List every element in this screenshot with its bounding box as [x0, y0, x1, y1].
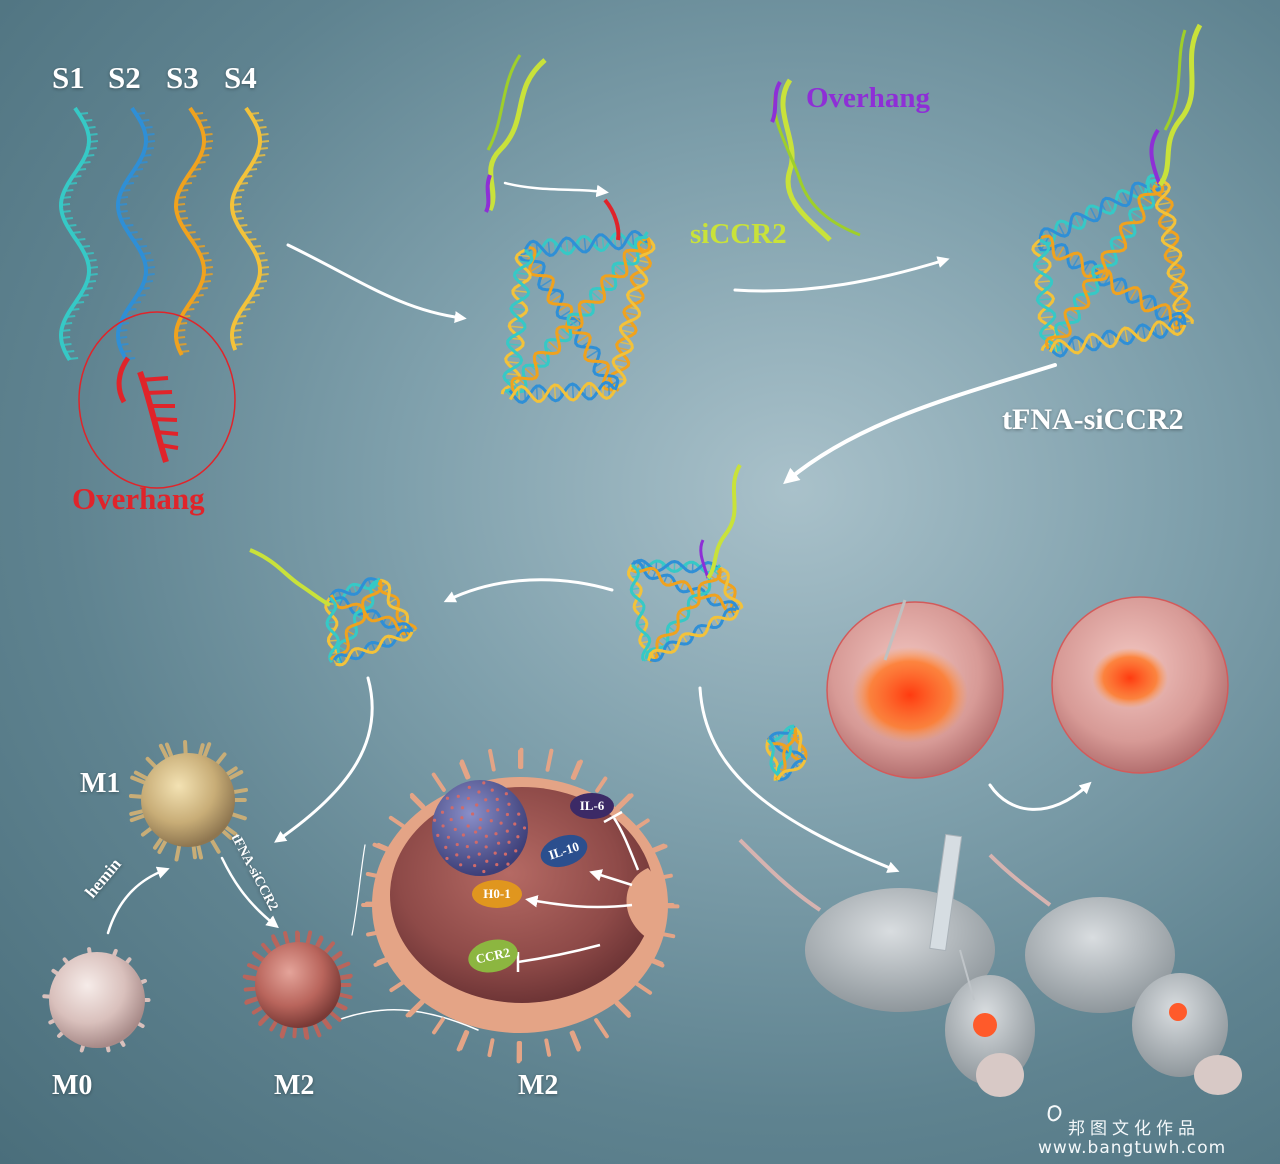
syringe — [929, 833, 975, 1001]
arrow-tetra-to-tfna — [733, 256, 950, 293]
middle-sirna-arm — [706, 463, 742, 580]
m2-cell-cutaway — [361, 747, 680, 1064]
strand-label-s3: S3 — [166, 60, 199, 95]
strand-label-s2: S2 — [108, 60, 141, 95]
sicccr2-label: siCCR2 — [690, 218, 787, 250]
overhang-red-strand — [116, 356, 179, 463]
sirna-with-overhang — [770, 78, 861, 242]
left-sirna-arm — [249, 548, 331, 607]
tetrahedral-dna-framework — [500, 198, 656, 404]
overhang-highlight-circle — [78, 311, 236, 489]
strand-label-s1: S1 — [52, 60, 85, 95]
strand-s1 — [58, 106, 99, 362]
overhang-label-purple: Overhang — [806, 82, 931, 114]
m1-label: M1 — [80, 768, 121, 799]
overhang-label-red: Overhang — [72, 481, 205, 516]
ho1-marker: H0-1 — [472, 880, 522, 908]
strand-label-s4: S4 — [224, 60, 257, 95]
brain-treated — [1051, 596, 1229, 774]
tfna-sicccr2-left — [324, 577, 418, 667]
connector-m2-cell — [337, 1009, 479, 1031]
arrow-m1-to-m2 — [220, 856, 279, 929]
watermark-brand: 邦图文化作品 — [1068, 1119, 1200, 1139]
connector-m2-cell-top — [351, 844, 366, 936]
strand-s3 — [173, 106, 214, 356]
arrow-tfna-down — [783, 363, 1057, 485]
watermark-url: www.bangtuwh.com — [1038, 1138, 1227, 1158]
tfna-sirna-arm — [1157, 23, 1203, 187]
watermark-logo-icon — [1047, 1105, 1062, 1122]
m2-large-label: M2 — [518, 1070, 559, 1101]
arrow-sirna-to-tetra — [503, 181, 609, 198]
tfna-sicccr2-label: tFNA-siCCR2 — [1002, 403, 1184, 436]
tfna-sicccr2-framework — [1031, 128, 1194, 358]
inhibition-arrows — [516, 810, 640, 972]
arrow-strands-to-tetra — [286, 243, 467, 324]
flow-arrows — [106, 181, 1092, 1031]
m1-cell — [128, 740, 249, 862]
mouse-treated — [988, 853, 1242, 1095]
nucleus — [432, 780, 528, 876]
arrow-m0-to-m1 — [106, 866, 170, 935]
m2-small-label: M2 — [274, 1070, 315, 1101]
mouse-injected — [738, 833, 1035, 1097]
strand-s4 — [229, 106, 270, 351]
brain-injected — [826, 599, 1004, 779]
il6-marker: IL-6 — [570, 793, 614, 819]
tfna-sicccr2-middle — [627, 539, 744, 663]
m2-cell-small — [242, 930, 353, 1040]
arrow-brain-to-brain — [988, 781, 1092, 811]
tfna-sicccr2-small — [765, 724, 808, 782]
arrow-left-to-cell — [274, 676, 374, 843]
arrow-mid-to-mouse — [698, 686, 900, 873]
strand-s2 — [115, 106, 156, 362]
arrow-mid-to-left — [443, 578, 614, 603]
incoming-sirna-strand — [484, 54, 547, 213]
m0-label: M0 — [52, 1070, 93, 1101]
m0-cell — [42, 947, 151, 1053]
